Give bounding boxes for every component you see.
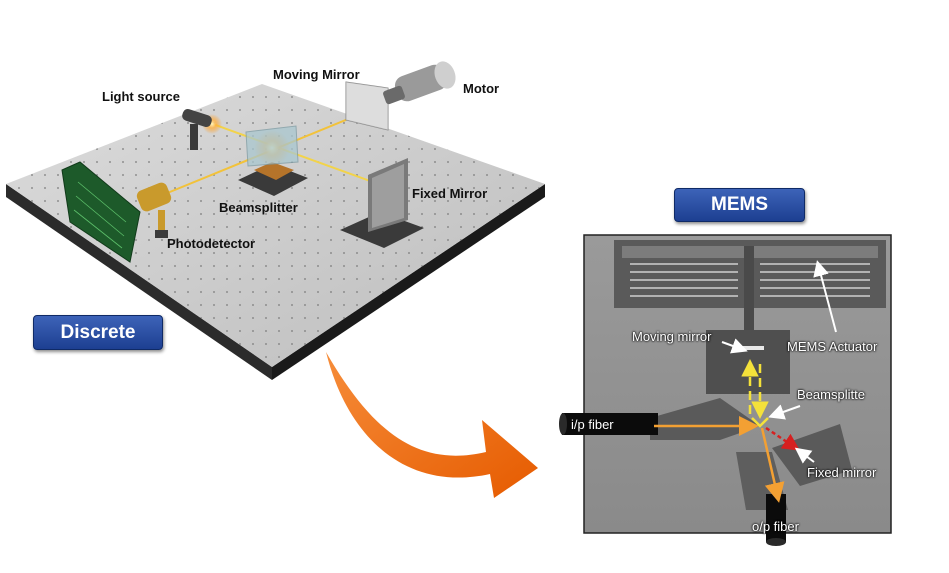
mems-sem-image — [559, 234, 892, 546]
moving-mirror-device — [345, 81, 389, 131]
transition-arrow — [326, 352, 538, 498]
optical-table — [6, 84, 545, 380]
mems-badge: MEMS — [674, 188, 805, 222]
mems-beamsplitter-label: Beamsplitte — [797, 387, 865, 402]
mems-actuator-label: MEMS Actuator — [787, 339, 878, 354]
fixed-mirror-device — [340, 158, 424, 248]
photodetector-device — [61, 161, 172, 263]
mems-pointer-arrows — [721, 260, 837, 464]
moving-mirror-label: Moving Mirror — [273, 67, 360, 82]
mems-fixed-mirror-label: Fixed mirror — [807, 465, 877, 480]
fixed-mirror-label: Fixed Mirror — [412, 186, 488, 201]
beamsplitter-label: Beamsplitter — [219, 200, 298, 215]
mems-moving-mirror-label: Moving mirror — [632, 329, 712, 344]
motor-label: Motor — [463, 81, 500, 96]
discrete-badge: Discrete — [33, 315, 163, 350]
beamsplitter-device — [238, 125, 308, 196]
light-source-label: Light source — [102, 89, 181, 104]
light-source-device — [182, 108, 212, 150]
ip-fiber-label: i/p fiber — [571, 417, 614, 432]
motor-device — [383, 61, 456, 105]
photodetector-label: Photodetector — [167, 236, 256, 251]
mems-light-paths — [654, 359, 801, 503]
op-fiber-label: o/p fiber — [752, 519, 799, 534]
